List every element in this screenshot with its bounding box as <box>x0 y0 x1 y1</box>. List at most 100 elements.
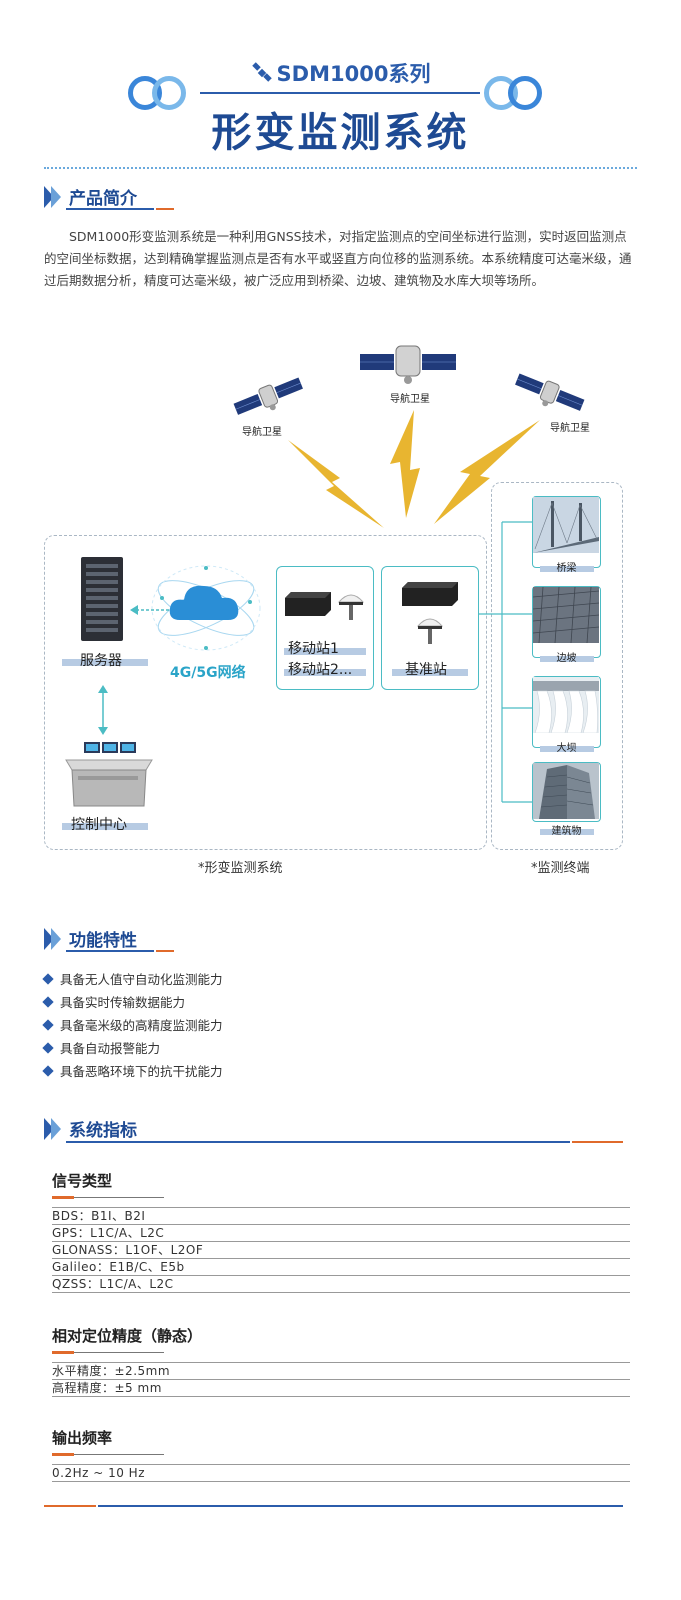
terminal-label-dam: 大坝 <box>556 743 577 754</box>
spec-table-top <box>52 1362 630 1363</box>
satellite-icon <box>251 62 272 82</box>
spec-accuracy-title: 相对定位精度（静态） <box>52 1327 203 1345</box>
network-server-link-icon <box>130 605 170 615</box>
series-text: SDM1000系列 <box>276 62 431 86</box>
terminal-building-card <box>532 762 601 822</box>
spec-signal-title: 信号类型 <box>52 1172 113 1190</box>
feature-item: 具备自动报警能力 <box>42 1038 160 1057</box>
cloud-network-icon <box>151 565 261 651</box>
feature-item: 具备恶略环境下的抗干扰能力 <box>42 1061 223 1080</box>
satellite-label-left: 导航卫星 <box>242 427 282 438</box>
mobile-station-2-label: 移动站2... <box>288 662 353 678</box>
satellite-center-icon <box>360 345 456 384</box>
satellite-right-icon <box>515 373 585 411</box>
spec-row: GLONASS：L1OF、L2OF <box>52 1242 630 1259</box>
terminal-bridge-card <box>532 496 601 568</box>
bullet-icon <box>42 1065 54 1077</box>
mobile-label-bar-1 <box>284 648 366 655</box>
lightning-bolt-center <box>390 410 420 518</box>
caption-terminal: *监测终端 <box>531 861 590 876</box>
spec-title-underline <box>52 1196 164 1199</box>
terminal-label-slope: 边坡 <box>556 653 577 664</box>
server-label: 服务器 <box>80 653 122 669</box>
section-underline <box>66 950 154 952</box>
section-arrow-icon <box>44 186 54 208</box>
terminal-dam-card <box>532 676 601 748</box>
spec-table-top <box>52 1464 630 1465</box>
section-specs-heading: 系统指标 <box>44 1115 637 1145</box>
section-underline-accent <box>156 208 174 210</box>
page-title: 形变监测系统 <box>211 110 470 156</box>
header-dotted-divider <box>44 167 637 169</box>
base-station-label: 基准站 <box>405 662 447 678</box>
terminal-connector-lines <box>478 521 532 803</box>
feature-text: 具备实时传输数据能力 <box>60 995 186 1010</box>
bullet-icon <box>42 996 54 1008</box>
intro-paragraph: SDM1000形变监测系统是一种利用GNSS技术，对指定监测点的空间坐标进行监测… <box>44 229 632 288</box>
terminal-label-bar <box>540 746 594 752</box>
lightning-bolt-right <box>434 420 540 524</box>
section-title: 系统指标 <box>69 1121 137 1141</box>
mobile-station-1-label: 移动站1 <box>288 641 339 657</box>
spec-row: QZSS：L1C/A、L2C <box>52 1276 630 1293</box>
feature-item: 具备无人值守自动化监测能力 <box>42 969 223 988</box>
signal-bolts <box>288 410 540 528</box>
spec-row: 水平精度：±2.5mm <box>52 1363 630 1380</box>
satellite-label-right: 导航卫星 <box>550 423 590 434</box>
server-control-link-icon <box>98 685 108 735</box>
system-box <box>44 535 487 850</box>
spec-row: 高程精度：±5 mm <box>52 1380 630 1397</box>
control-console-icon <box>65 742 153 807</box>
spec-table-top <box>52 1207 630 1208</box>
slope-image <box>533 587 599 643</box>
bullet-icon <box>42 973 54 985</box>
bullet-icon <box>42 1042 54 1054</box>
section-underline-accent <box>572 1141 623 1143</box>
server-rack-icon <box>81 557 123 641</box>
base-antenna-icon <box>416 618 444 644</box>
section-arrow-icon <box>44 1118 54 1140</box>
feature-text: 具备无人值守自动化监测能力 <box>60 972 223 987</box>
terminal-label-bar <box>540 656 594 662</box>
base-label-bar <box>392 669 468 676</box>
terminal-label-bridge: 桥梁 <box>556 563 577 574</box>
spec-title-underline <box>52 1453 164 1456</box>
terminal-label-building: 建筑物 <box>551 826 582 837</box>
section-arrow-icon <box>51 928 61 950</box>
dam-image <box>533 677 599 733</box>
control-center-label: 控制中心 <box>71 817 127 833</box>
spec-row: 0.2Hz ~ 10 Hz <box>52 1465 630 1482</box>
section-arrow-icon <box>44 928 54 950</box>
terminal-label-bar <box>540 566 594 572</box>
footer-line <box>98 1505 623 1507</box>
terminal-label-bar <box>540 829 594 835</box>
feature-item: 具备实时传输数据能力 <box>42 992 186 1011</box>
terminal-slope-card <box>532 586 601 658</box>
spec-rate-title: 输出频率 <box>52 1429 113 1447</box>
feature-item: 具备毫米级的高精度监测能力 <box>42 1015 223 1034</box>
section-arrow-icon <box>51 1118 61 1140</box>
network-label: 4G/5G网络 <box>170 665 246 681</box>
spec-row: Galileo：E1B/C、E5b <box>52 1259 630 1276</box>
antenna-icon <box>337 594 365 620</box>
feature-text: 具备毫米级的高精度监测能力 <box>60 1018 223 1033</box>
bullet-icon <box>42 1019 54 1031</box>
header-divider <box>200 92 480 94</box>
feature-text: 具备恶略环境下的抗干扰能力 <box>60 1064 223 1079</box>
receiver-device-icon <box>285 592 331 616</box>
spec-title-underline <box>52 1351 164 1354</box>
lightning-bolt-left <box>288 440 384 528</box>
section-title: 功能特性 <box>69 931 137 951</box>
terminal-box <box>491 482 623 850</box>
section-features-heading: 功能特性 <box>44 925 344 955</box>
section-underline-accent <box>156 950 174 952</box>
section-title: 产品简介 <box>69 189 137 209</box>
satellite-label-center: 导航卫星 <box>390 394 430 405</box>
building-image <box>533 763 599 819</box>
section-underline <box>66 1141 570 1143</box>
base-receiver-icon <box>402 582 458 606</box>
left-ring-icon-2 <box>152 76 186 110</box>
control-label-bar <box>62 823 148 830</box>
satellite-left-icon <box>233 377 303 415</box>
spec-row: BDS：B1I、B2I <box>52 1208 630 1225</box>
